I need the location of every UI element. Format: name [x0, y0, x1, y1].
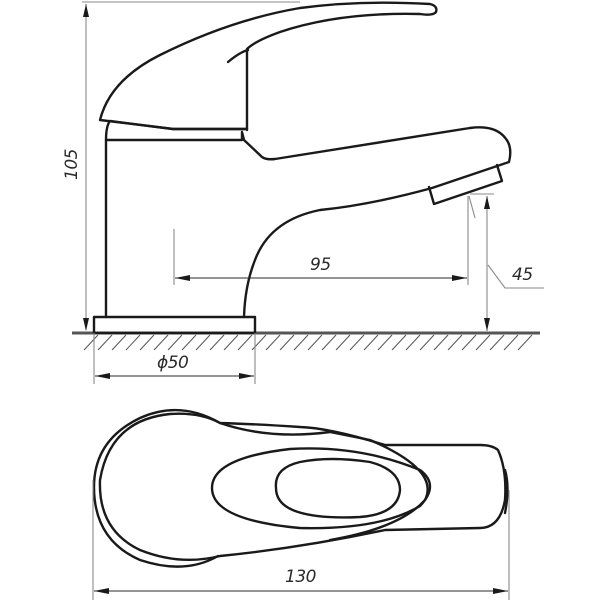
- base-plate: [92, 315, 257, 335]
- handle-inner-ellipse: [274, 457, 402, 519]
- ground-hatching: [83, 334, 533, 351]
- dimension-height: 105: [62, 1, 300, 331]
- side-elevation-view: 105 95 45 ϕ50: [62, 1, 544, 384]
- dimension-base-diameter: ϕ50: [93, 333, 256, 384]
- lever-inner-line: [226, 48, 250, 64]
- base-rim: [92, 408, 222, 568]
- dimension-overall-length: 130: [92, 480, 510, 600]
- handle-top-outline: [98, 412, 507, 562]
- lever-handle: [98, 1, 438, 131]
- faucet-body: [104, 126, 472, 319]
- handle-outer-lip: [218, 421, 429, 542]
- aerator: [427, 163, 504, 206]
- dimension-spout-reach-label: 95: [310, 255, 331, 275]
- dimension-spout-clearance-label: 45: [512, 265, 533, 285]
- dimension-spout-clearance: 45: [470, 193, 544, 331]
- dimension-spout-reach: 95: [173, 195, 476, 285]
- handle-middle-ellipse: [210, 447, 432, 530]
- dimension-base-diameter-label: ϕ50: [157, 353, 188, 373]
- spout: [242, 126, 512, 319]
- top-plan-view: 130: [92, 408, 510, 600]
- spout-end: [503, 468, 509, 515]
- dimension-height-label: 105: [62, 149, 82, 180]
- dimension-overall-length-label: 130: [285, 567, 316, 587]
